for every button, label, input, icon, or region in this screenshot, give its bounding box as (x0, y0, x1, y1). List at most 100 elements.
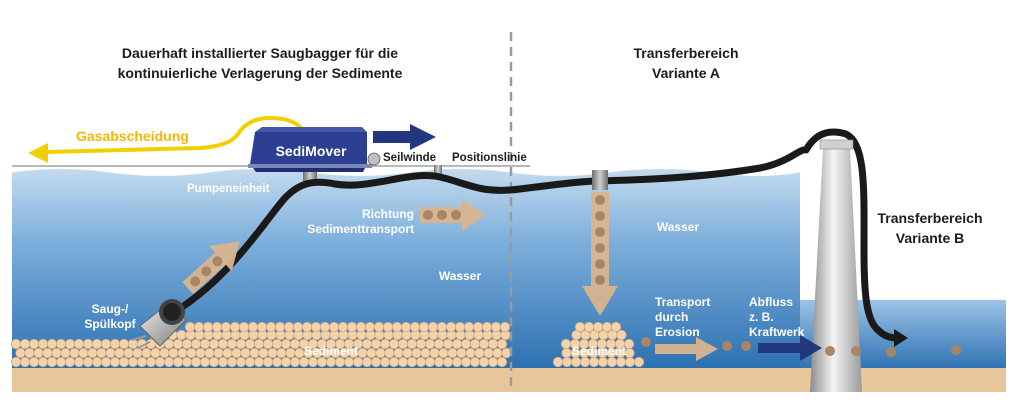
sediment-grain (91, 338, 103, 350)
abfluss-label-line3: Kraftwerk (749, 325, 805, 339)
particle (641, 337, 651, 347)
direction-arrow-top (373, 124, 436, 150)
sediment-grain (267, 347, 278, 359)
sediment-grain (429, 347, 440, 359)
variante-b-line2: Variante B (896, 230, 964, 246)
positionslinie-label: Positionslinie (452, 152, 527, 164)
sediment-grain (492, 347, 503, 359)
particle (741, 341, 751, 351)
sediment-grain (244, 338, 256, 350)
sediment-grain (46, 356, 58, 368)
sediment-grain (19, 338, 31, 350)
sediment-grain (247, 321, 259, 333)
sediment-grain (328, 321, 340, 333)
sediment-grain (411, 347, 422, 359)
sediment-grain (172, 356, 184, 368)
sediment-grain (145, 356, 157, 368)
sediment-grain (436, 321, 448, 333)
particle (951, 345, 961, 355)
sediment-grain (388, 356, 400, 368)
sediment-grain (384, 347, 395, 359)
sediment-grain (465, 347, 476, 359)
sediment-grain (364, 321, 376, 333)
sediment-grain (186, 347, 197, 359)
sediment-grain (172, 338, 184, 350)
sediment-grain (346, 321, 358, 333)
particle (190, 276, 201, 287)
left-title-line1: Dauerhaft installierter Saugbagger für d… (122, 45, 398, 61)
sediment-label-left: Sediment (304, 344, 358, 358)
sediment-grain (229, 321, 241, 333)
sediment-grain (163, 356, 175, 368)
sediment-grain (159, 347, 170, 359)
particle (201, 266, 212, 277)
sediment-pipeline (164, 128, 902, 342)
sediment-grain (176, 329, 187, 341)
sediment-pile-left (10, 321, 512, 368)
sediment-grain (253, 356, 265, 368)
sediment-grain (82, 356, 94, 368)
sedimover-vessel (248, 127, 372, 172)
sediment-grain (190, 356, 202, 368)
sediment-grain (456, 347, 467, 359)
particle (595, 227, 605, 237)
sediment-grain (177, 347, 188, 359)
sediment-grain (633, 356, 645, 368)
sediment-grain (481, 321, 493, 333)
sediment-grain (87, 347, 98, 359)
particle (595, 195, 605, 205)
sediment-grain (463, 321, 475, 333)
sediment-grain (373, 321, 385, 333)
wasser-label-right: Wasser (657, 220, 700, 234)
sediment-grain (118, 356, 130, 368)
sediment-grain (265, 321, 277, 333)
sediment-grain (55, 356, 67, 368)
sediment-grain (592, 321, 604, 333)
downflow-arrow (582, 192, 618, 316)
sediment-grain (181, 356, 193, 368)
variante-b-line1: Transferbereich (877, 210, 982, 226)
sediment-grain (51, 347, 62, 359)
sediment-grain (415, 356, 427, 368)
sediment-grain (150, 347, 161, 359)
sediment-grain (583, 321, 595, 333)
suction-arrow (182, 241, 240, 295)
sediment-grain (397, 338, 409, 350)
particle (437, 210, 447, 220)
sediment-grain (154, 356, 166, 368)
saug-label-line1: Saug-/ (92, 302, 129, 316)
sediment-grain (222, 347, 233, 359)
sediment-grain (496, 356, 508, 368)
sediment-grain (406, 338, 418, 350)
sediment-grain (181, 338, 193, 350)
sediment-grain (285, 347, 296, 359)
transport-label-line1: Transport (655, 295, 710, 309)
sediment-grain (442, 338, 454, 350)
sediment-grain (325, 356, 337, 368)
sediment-grain (238, 321, 250, 333)
sediment-grain (397, 356, 409, 368)
sediment-grain (253, 338, 265, 350)
gas-label: Gasabscheidung (76, 128, 189, 144)
sediment-grain (274, 321, 286, 333)
sediment-grain (217, 338, 229, 350)
sediment-grain (262, 338, 274, 350)
sediment-grain (375, 347, 386, 359)
sediment-grain (301, 321, 313, 333)
sediment-grain (406, 356, 418, 368)
sediment-grain (249, 347, 260, 359)
sediment-grain (292, 321, 304, 333)
outlet-connector (592, 170, 608, 190)
particle (722, 341, 732, 351)
sediment-grain (217, 356, 229, 368)
abfluss-label-line2: z. B. (749, 310, 774, 324)
sediment-grain (105, 347, 116, 359)
sediment-grain (624, 347, 635, 359)
sediment-grain (195, 347, 206, 359)
sediment-grain (366, 347, 377, 359)
sediment-grain (231, 347, 242, 359)
sediment-grain (472, 321, 484, 333)
sediment-grain (294, 347, 305, 359)
sediment-grain (409, 321, 421, 333)
